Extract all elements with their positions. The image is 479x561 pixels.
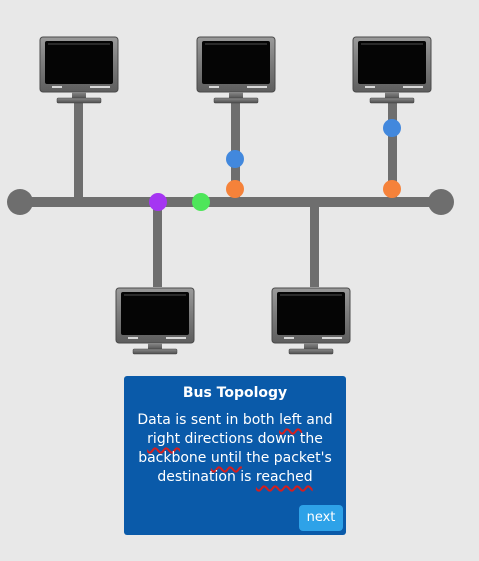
screen-glare <box>124 294 186 296</box>
highlight-word: left <box>279 412 302 428</box>
bezel-logo <box>209 86 219 88</box>
monitor-screen <box>202 41 270 84</box>
computer-top-center <box>196 36 276 104</box>
packet-purple <box>149 193 167 211</box>
cable-top-right <box>388 103 397 198</box>
cable-bottom-right <box>310 206 319 287</box>
info-card-text: and <box>301 412 333 428</box>
info-card: Bus Topology Data is sent in both left a… <box>124 376 346 535</box>
terminator-left <box>7 189 33 215</box>
screen-glare <box>205 43 267 45</box>
computer-bottom-left <box>115 287 195 355</box>
monitor-base <box>132 348 178 355</box>
info-card-title: Bus Topology <box>182 385 288 401</box>
packet-blue-center <box>226 150 244 168</box>
info-card-text: Data is sent in both <box>137 412 280 428</box>
monitor-neck <box>148 343 162 350</box>
monitor-base <box>288 348 334 355</box>
info-card-body: Data is sent in both left and right dire… <box>132 411 338 487</box>
bezel-logo <box>284 337 294 339</box>
monitor-neck <box>72 92 86 99</box>
highlight-word: until <box>210 450 242 466</box>
computer-top-left <box>39 36 119 104</box>
monitor-screen <box>121 292 189 335</box>
bezel-buttons <box>166 337 186 339</box>
bezel-buttons <box>403 86 423 88</box>
packet-blue-right <box>383 119 401 137</box>
info-card-text: the packet's destination is <box>157 450 332 485</box>
highlight-word: reached <box>255 469 313 485</box>
backbone-cable <box>20 197 441 207</box>
bezel-logo <box>52 86 62 88</box>
computer-bottom-right <box>271 287 351 355</box>
packet-green <box>192 193 210 211</box>
packet-orange-right <box>383 180 401 198</box>
info-card-text: directions down the backbone <box>138 431 323 466</box>
bus-topology-diagram <box>7 36 454 355</box>
monitor-screen <box>45 41 113 84</box>
bezel-logo <box>128 337 138 339</box>
bezel-buttons <box>247 86 267 88</box>
monitor-base <box>213 97 259 104</box>
monitor-screen <box>358 41 426 84</box>
bezel-buttons <box>322 337 342 339</box>
monitor-neck <box>304 343 318 350</box>
packet-orange-center <box>226 180 244 198</box>
monitor-screen <box>277 292 345 335</box>
monitor-base <box>56 97 102 104</box>
monitor-neck <box>229 92 243 99</box>
screen-glare <box>48 43 110 45</box>
bezel-logo <box>365 86 375 88</box>
screen-glare <box>361 43 423 45</box>
bezel-buttons <box>90 86 110 88</box>
terminator-right <box>428 189 454 215</box>
cable-bottom-left <box>153 206 162 287</box>
highlight-word: right <box>147 431 181 447</box>
screen-glare <box>280 294 342 296</box>
monitor-neck <box>385 92 399 99</box>
computer-top-right <box>352 36 432 104</box>
cable-top-left <box>74 103 83 198</box>
monitor-base <box>369 97 415 104</box>
next-button[interactable]: next <box>299 505 343 531</box>
